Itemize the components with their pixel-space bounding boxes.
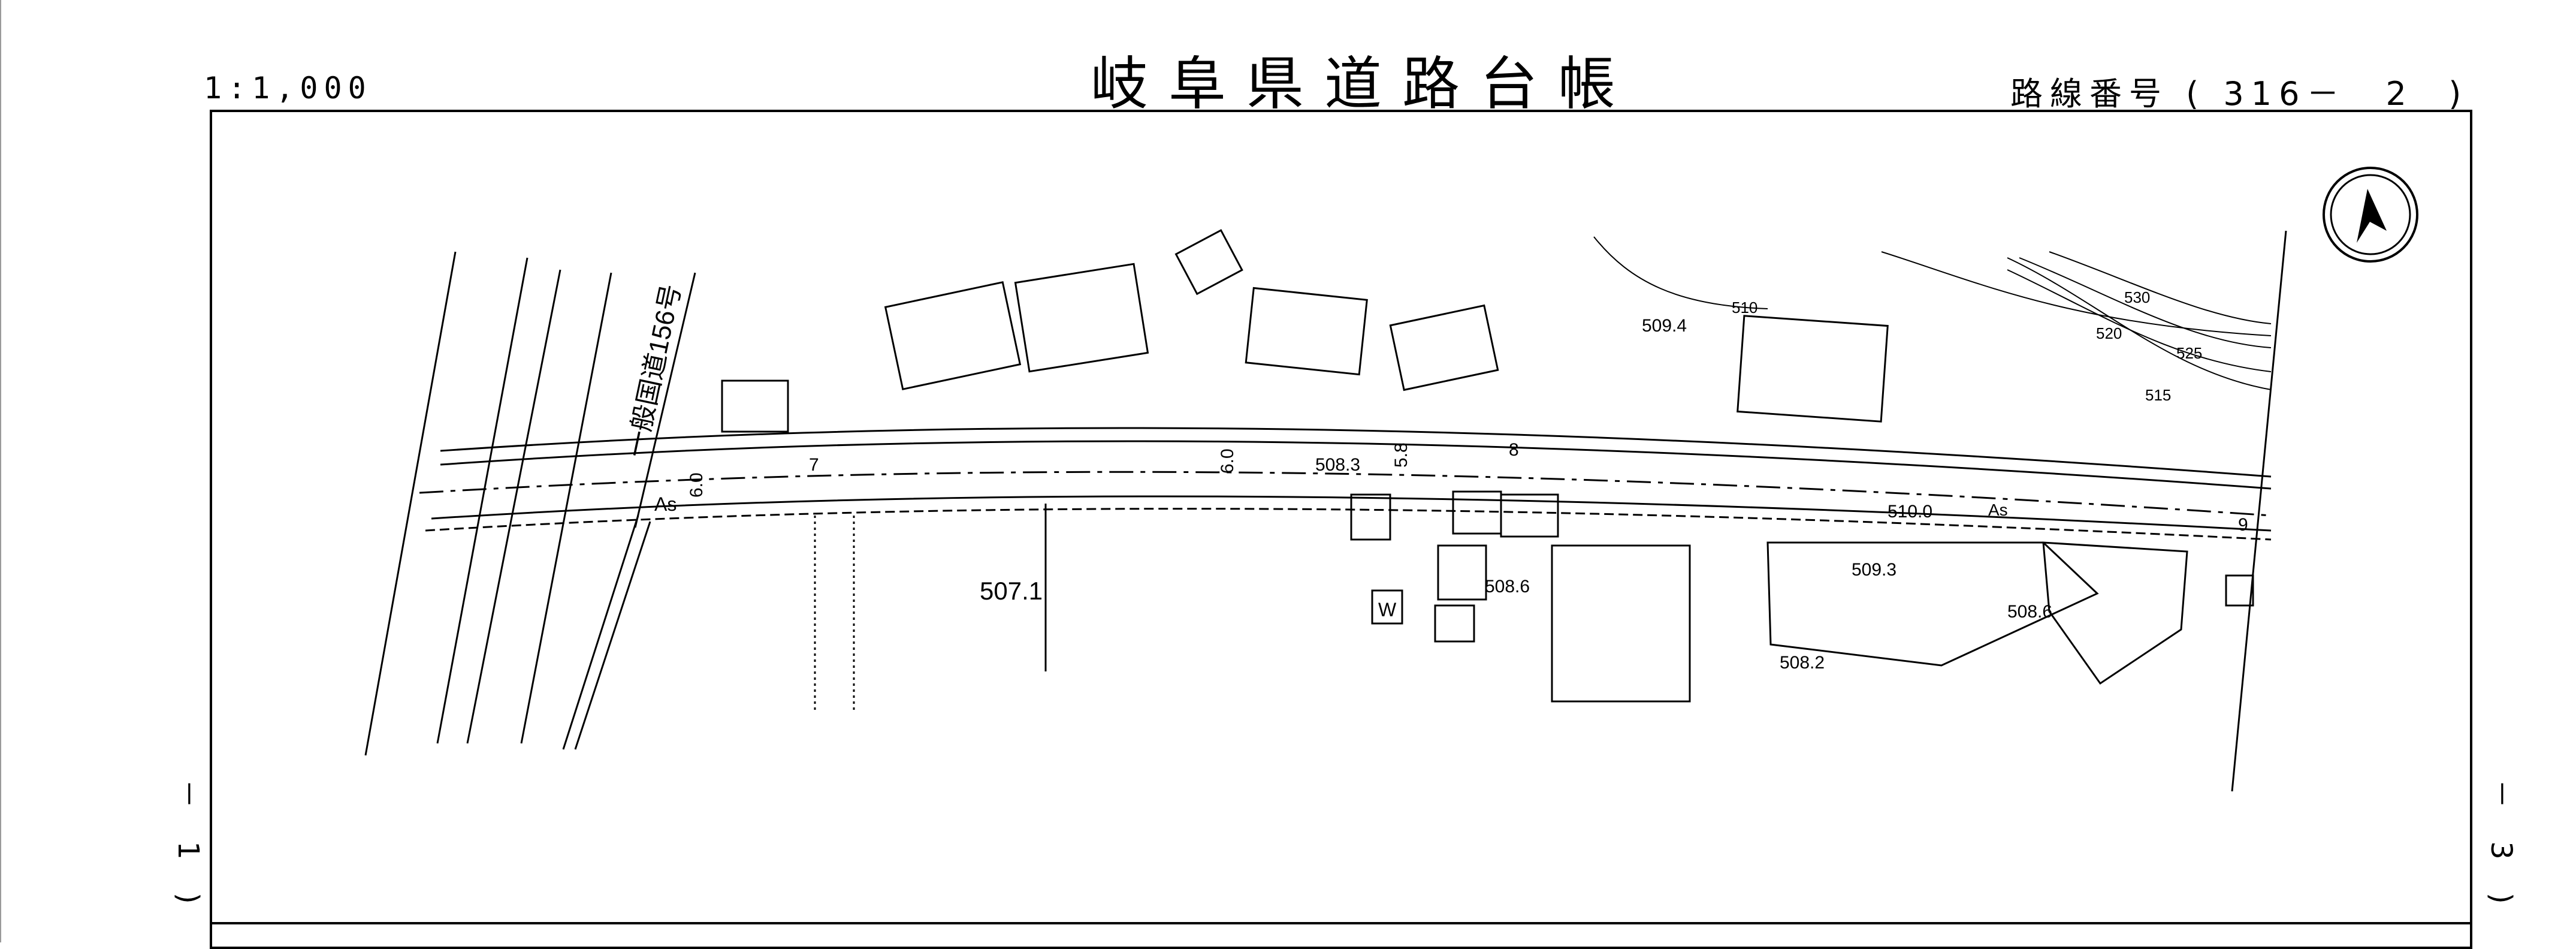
building [721,379,789,433]
contour-label: 510 [1732,299,1757,317]
road-surface-label: As [654,493,677,515]
station-label: 9 [2238,515,2248,535]
contour-line [1881,251,2272,336]
building [1766,541,2099,667]
contour-510 [1593,236,1768,309]
north-arrow-icon [2323,167,2418,263]
elevation-label: 508.6 [2007,602,2052,622]
left-sheet-connector: － 1 ) [171,779,205,916]
national-road-label: 一般国道156号 [621,282,687,460]
map-scale: 1:1,000 [204,71,372,106]
elevation-label: 509.4 [1642,316,1687,336]
map-frame-bottom-rule [210,922,2472,924]
width-label: 6.0 [1218,448,1237,474]
elevation-label: 509.3 [1852,560,1896,580]
building [1737,315,1889,423]
national-road-edge-4 [562,515,639,750]
building [1245,287,1368,376]
structure-mark: W [1378,599,1397,620]
contour-525 [2019,257,2272,348]
page-left-edge [0,0,1,942]
building [1371,589,1403,625]
building [2042,541,2188,685]
contour-label: 515 [2145,386,2171,404]
station-label: 8 [1509,440,1519,460]
contour-label: 530 [2124,288,2150,306]
road-edge-north-outer [440,427,2272,478]
elevation-label: 510.0 [1888,502,1932,522]
station-label: 7 [809,455,819,475]
elevation-label: 508.2 [1780,653,1825,673]
road-edge-north-inner [440,440,2272,490]
contour-label: 525 [2176,344,2202,362]
road-edge-south-inner [431,495,2272,532]
national-road-edge-1 [436,257,529,744]
width-label: 5.8 [1391,442,1411,468]
western-boundary [364,251,457,756]
building [1350,493,1391,541]
contour-515 [2007,257,2272,390]
building [1452,490,1502,535]
right-sheet-connector: － 3 ) [2484,779,2518,916]
elevation-label: 508.3 [1315,455,1360,475]
building [1551,544,1691,703]
road-centerline [419,471,2272,517]
width-label: 6.0 [687,472,706,498]
contour-530 [2049,251,2272,324]
building [1434,604,1475,643]
national-road-edge-3 [520,272,612,744]
national-road-edge-5 [574,521,651,750]
contour-520 [2007,269,2272,372]
building [2225,574,2254,607]
road-surface-label: As [1988,501,2008,519]
building [1437,544,1487,601]
route-number-header: 路線番号 ( 316－ 2 ) [2010,67,2468,115]
building [1174,229,1243,296]
building [1014,263,1149,373]
route-close-paren: ) [2448,75,2469,113]
route-label: 路線番号 [2010,75,2169,113]
national-road-edge-2 [466,269,561,744]
contour-label: 520 [2096,324,2122,342]
route-open-paren: ( [2186,75,2206,113]
building [1500,493,1559,538]
elevation-label: 507.1 [980,577,1043,605]
elevation-label: 508.6 [1485,577,1530,596]
eastern-boundary [2231,230,2287,792]
building [1389,304,1499,391]
national-road-edge-6 [634,272,696,528]
page-title: 岐阜県道路台帳 [1091,50,1636,118]
building [884,281,1022,391]
route-number: 316－ 2 [2223,75,2414,113]
